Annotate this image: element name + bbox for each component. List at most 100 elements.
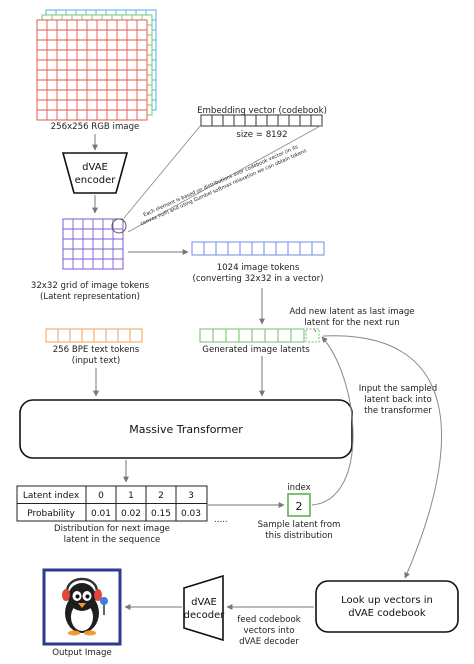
image-token-cell (263, 241, 277, 256)
encoder-label-line2: encoder (75, 175, 117, 186)
codebook-cell (299, 114, 312, 127)
sampled-latent-box (287, 493, 311, 517)
bpe-label-line2: (input text) (72, 356, 121, 366)
generated-latent-cell (225, 328, 240, 343)
selected-token-circle (111, 218, 127, 234)
table-caption-line2: latent in the sequence (64, 535, 161, 545)
image-token-cell (191, 241, 205, 256)
feed-line1: feed codebook (237, 615, 300, 625)
decoder-label-line2: decoder (184, 610, 226, 621)
image-token-cell (239, 241, 253, 256)
sample-index-label: index (287, 483, 311, 493)
bpe-token-cell (45, 328, 59, 343)
table-cell: 3 (188, 491, 194, 501)
codebook-cell (310, 114, 323, 127)
codebook-link-left (123, 124, 202, 219)
rgb-layer-red (36, 19, 148, 121)
gumbel-note: Each element is based on distributions o… (140, 144, 308, 227)
generated-latents-vector (199, 328, 305, 343)
bpe-token-cell (57, 328, 71, 343)
image-token-cell (311, 241, 325, 256)
codebook-title: Embedding vector (codebook) (197, 106, 327, 116)
add-latent-line2: latent for the next run (304, 318, 399, 328)
image-token-cell (227, 241, 241, 256)
bpe-token-cell (129, 328, 143, 343)
feed-line3: dVAE decoder (239, 637, 299, 647)
table-cell: 0 (98, 491, 104, 501)
codebook-cell (233, 114, 246, 127)
table-cell: 0.01 (91, 509, 111, 519)
codebook-cell (255, 114, 268, 127)
input-sampled-line2: latent back into (364, 395, 431, 405)
image-tokens-line1: 1024 image tokens (217, 263, 300, 273)
token-grid (62, 218, 124, 270)
table-header-probability: Probability (27, 509, 75, 519)
decoder-label-line1: dVAE (191, 597, 217, 608)
table-cell: 0.03 (181, 509, 201, 519)
table-cell: 0.15 (151, 509, 171, 519)
lookup-label-line1: Look up vectors in (341, 595, 433, 606)
generated-latent-cell (212, 328, 227, 343)
penguin-with-headphones-icon (62, 577, 108, 636)
generated-latent-cell (238, 328, 253, 343)
gumbel-note-line2: convex hull) and using Gumbel softmax re… (140, 148, 308, 227)
codebook-vector (200, 114, 323, 127)
grid-label-line2: (Latent representation) (40, 292, 140, 302)
image-tokens-line2: (converting 32x32 in a vector) (193, 274, 324, 284)
generated-latent-cell (277, 328, 292, 343)
table-cell: 2 (158, 491, 164, 501)
bpe-token-cell (69, 328, 83, 343)
image-token-vector (191, 241, 325, 256)
generated-label: Generated image latents (202, 345, 310, 355)
codebook-cell (266, 114, 279, 127)
image-token-cell (251, 241, 265, 256)
gumbel-note-line1: Each element is based on distributions o… (142, 144, 299, 218)
encoder-label-line1: dVAE (82, 162, 108, 173)
arrow-sample-to-latents (311, 336, 354, 506)
table-caption-line1: Distribution for next image (54, 524, 170, 534)
bpe-label-line1: 256 BPE text tokens (53, 345, 140, 355)
codebook-cell (200, 114, 213, 127)
transformer-label: Massive Transformer (129, 423, 243, 436)
new-latent-slot (305, 328, 320, 343)
codebook-cell (211, 114, 224, 127)
dvae-encoder-box (61, 152, 129, 194)
image-token-cell (299, 241, 313, 256)
generated-latent-cell (264, 328, 279, 343)
codebook-cell (222, 114, 235, 127)
sample-caption-line2: this distribution (265, 531, 332, 541)
feed-line2: vectors into (244, 626, 295, 636)
image-token-cell (203, 241, 217, 256)
add-latent-line1: Add new latent as last image (289, 307, 414, 317)
codebook-cell (244, 114, 257, 127)
image-token-cell (215, 241, 229, 256)
table-cell: 0.02 (121, 509, 141, 519)
codebook-size: size = 8192 (236, 130, 287, 140)
bpe-token-vector (45, 328, 143, 343)
generated-latent-cell (251, 328, 266, 343)
lookup-label-line2: dVAE codebook (348, 608, 426, 619)
input-sampled-line1: Input the sampled (359, 384, 438, 394)
bpe-token-cell (81, 328, 95, 343)
table-header-latent-index: Latent index (23, 491, 80, 501)
rgb-image-label: 256x256 RGB image (51, 122, 140, 132)
massive-transformer-box (19, 399, 353, 459)
table-ellipsis: ..... (214, 515, 228, 525)
arrow-latents-to-lookup (322, 335, 443, 579)
bpe-token-cell (105, 328, 119, 343)
rgb-image-stack (36, 9, 157, 121)
output-image-label: Output Image (52, 648, 112, 658)
generated-latent-cell (199, 328, 214, 343)
probability-table: Latent index 0 1 2 3 Probability 0.01 0.… (16, 485, 208, 522)
generated-latent-cell (290, 328, 305, 343)
input-sampled-line3: the transformer (364, 406, 432, 416)
table-cell: 1 (128, 491, 134, 501)
codebook-cell (288, 114, 301, 127)
codebook-link-right (127, 124, 323, 233)
image-token-cell (275, 241, 289, 256)
bpe-token-cell (93, 328, 107, 343)
sampled-latent-value: 2 (296, 500, 303, 513)
sample-caption-line1: Sample latent from (258, 520, 341, 530)
codebook-cell (277, 114, 290, 127)
